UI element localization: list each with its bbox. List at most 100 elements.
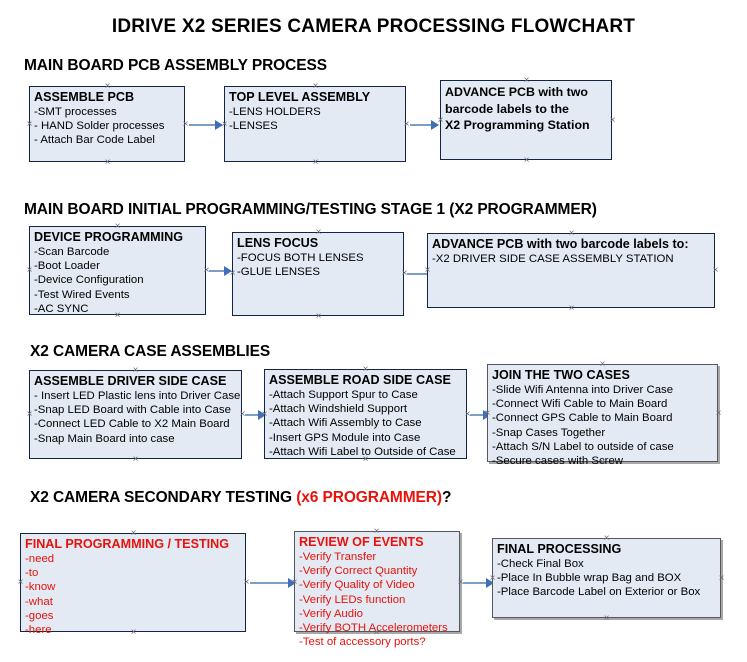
connection-handle-top[interactable]: [103, 82, 112, 91]
box-line: -Snap Cases Together: [492, 426, 606, 439]
connection-handle-right[interactable]: [714, 409, 723, 418]
section-header-x2-camera-secondary-testing: X2 CAMERA SECONDARY TESTING (x6 PROGRAMM…: [30, 489, 451, 507]
box-title: JOIN THE TWO CASES: [492, 368, 630, 382]
connection-handle-left[interactable]: [483, 409, 492, 418]
process-box-assemble-driver-side-case[interactable]: ASSEMBLE DRIVER SIDE CASE - Insert LED P…: [29, 370, 242, 459]
box-line: -here: [25, 624, 52, 637]
process-box-top-level-assembly[interactable]: TOP LEVEL ASSEMBLY -LENS HOLDERS -LENSES: [224, 86, 406, 162]
box-line: -Connect GPS Cable to Main Board: [492, 412, 673, 425]
connection-handle-top[interactable]: [602, 534, 611, 543]
box-line: -Verify Quality of Video: [299, 579, 415, 592]
section-header-text: X2 CAMERA CASE ASSEMBLIES: [30, 343, 271, 360]
connection-handle-bottom[interactable]: [602, 614, 611, 623]
box-title: ADVANCE PCB with two: [445, 85, 588, 99]
box-line: - Insert LED Plastic lens into Driver Ca…: [34, 390, 241, 402]
box-line: -what: [25, 595, 53, 608]
connection-handle-bottom[interactable]: [598, 458, 607, 467]
box-line: -goes: [25, 609, 54, 622]
section-header-x2-camera-case-assemblies: X2 CAMERA CASE ASSEMBLIES: [30, 343, 270, 361]
connection-handle-right[interactable]: [711, 266, 720, 275]
process-box-lens-focus[interactable]: LENS FOCUS -FOCUS BOTH LENSES -GLUE LENS…: [232, 232, 404, 316]
connection-handle-left[interactable]: [290, 578, 299, 587]
process-box-device-programming[interactable]: DEVICE PROGRAMMING -Scan Barcode -Boot L…: [29, 226, 206, 315]
connection-handle-top[interactable]: [567, 229, 576, 238]
connection-handle-left[interactable]: [228, 269, 237, 278]
connection-handle-left[interactable]: [25, 410, 34, 419]
connection-handle-top[interactable]: [131, 366, 140, 375]
box-line: -Verify Transfer: [299, 551, 377, 563]
connection-handle-left[interactable]: [488, 574, 497, 583]
connection-handle-left[interactable]: [220, 120, 229, 129]
connection-handle-bottom[interactable]: [314, 312, 323, 321]
box-line: -Verify Correct Quantity: [299, 565, 418, 578]
box-line: -Connect LED Cable to X2 Main Board: [34, 418, 230, 431]
connection-handle-top[interactable]: [129, 529, 138, 538]
connection-handle-bottom[interactable]: [129, 628, 138, 637]
box-line: -Verify LEDs function: [299, 593, 406, 606]
box-line: -AC SYNC: [34, 302, 89, 315]
box-line: -to: [25, 567, 39, 580]
box-line: X2 Programming Station: [445, 118, 590, 132]
box-line: -know: [25, 581, 56, 594]
section-header-text: MAIN BOARD INITIAL PROGRAMMING/TESTING S…: [24, 201, 597, 218]
arrow-top-level-assembly-to-advance-pcb: [410, 120, 439, 130]
connection-handle-left[interactable]: [25, 120, 34, 129]
connection-handle-bottom[interactable]: [372, 628, 381, 637]
connection-handle-left[interactable]: [260, 410, 269, 419]
box-line: - HAND Solder processes: [34, 120, 165, 133]
connection-handle-bottom[interactable]: [311, 158, 320, 167]
box-line: -Device Configuration: [34, 274, 144, 287]
box-line: -Place Barcode Label on Exterior or Box: [497, 586, 701, 599]
box-line: -LENSES: [229, 120, 278, 133]
box-line: -need: [25, 553, 55, 565]
connection-handle-top[interactable]: [361, 365, 370, 374]
connection-handle-right[interactable]: [608, 116, 617, 125]
connection-handle-top[interactable]: [311, 82, 320, 91]
box-title: DEVICE PROGRAMMING: [34, 230, 184, 244]
section-header-text: MAIN BOARD PCB ASSEMBLY PROCESS: [24, 57, 327, 74]
box-line: -Scan Barcode: [34, 246, 110, 258]
box-line: -Insert GPS Module into Case: [269, 431, 421, 444]
connection-handle-top[interactable]: [113, 222, 122, 231]
connection-handle-left[interactable]: [436, 116, 445, 125]
section-header-main-board-pcb-assembly-process: MAIN BOARD PCB ASSEMBLY PROCESS: [24, 57, 327, 75]
connection-handle-bottom[interactable]: [567, 304, 576, 313]
box-title: TOP LEVEL ASSEMBLY: [229, 90, 371, 104]
box-title: ASSEMBLE PCB: [34, 90, 135, 104]
connection-handle-top[interactable]: [372, 527, 381, 536]
box-line: -Attach Wifi Assembly to Case: [269, 417, 422, 430]
connection-handle-bottom[interactable]: [522, 156, 531, 165]
process-box-advance-pcb-to-programming-station[interactable]: ADVANCE PCB with two barcode labels to t…: [440, 80, 612, 160]
box-title: ADVANCE PCB with two barcode labels to:: [432, 237, 689, 251]
box-title: ASSEMBLE ROAD SIDE CASE: [269, 373, 451, 387]
connection-handle-top[interactable]: [522, 76, 531, 85]
connection-handle-bottom[interactable]: [113, 311, 122, 320]
process-box-join-the-two-cases[interactable]: JOIN THE TWO CASES -Slide Wifi Antenna i…: [487, 364, 718, 467]
box-line: -Verify Audio: [299, 607, 363, 620]
box-line: -Attach Support Spur to Case: [269, 389, 418, 401]
connection-handle-bottom[interactable]: [361, 455, 370, 464]
connection-handle-bottom[interactable]: [131, 455, 140, 464]
process-box-review-of-events[interactable]: REVIEW OF EVENTS -Verify Transfer -Verif…: [294, 531, 460, 648]
process-box-advance-pcb-to-driver-side-case[interactable]: ADVANCE PCB with two barcode labels to: …: [427, 233, 715, 308]
box-title: ASSEMBLE DRIVER SIDE CASE: [34, 374, 227, 388]
box-line: -Test of accessory ports?: [299, 636, 426, 649]
box-line: -Boot Loader: [34, 260, 100, 273]
process-box-assemble-pcb[interactable]: ASSEMBLE PCB -SMT processes - HAND Solde…: [29, 86, 185, 162]
connection-handle-left[interactable]: [16, 578, 25, 587]
process-box-final-processing[interactable]: FINAL PROCESSING -Check Final Box -Place…: [492, 538, 721, 618]
connection-handle-right[interactable]: [717, 574, 726, 583]
section-header-accent: (x6 PROGRAMMER): [296, 489, 442, 506]
box-line: -Attach Windshield Support: [269, 403, 408, 416]
connection-handle-bottom[interactable]: [103, 158, 112, 167]
connection-handle-top[interactable]: [314, 228, 323, 237]
box-line: - Attach Bar Code Label: [34, 134, 155, 147]
process-box-assemble-road-side-case[interactable]: ASSEMBLE ROAD SIDE CASE -Attach Support …: [264, 369, 467, 459]
connection-handle-left[interactable]: [423, 266, 432, 275]
connection-handle-top[interactable]: [598, 360, 607, 369]
connection-handle-left[interactable]: [25, 266, 34, 275]
box-title: FINAL PROCESSING: [497, 542, 622, 556]
box-line: -Attach S/N Label to outside of case: [492, 440, 674, 453]
box-title: FINAL PROGRAMMING / TESTING: [25, 537, 230, 551]
process-box-final-programming-testing[interactable]: FINAL PROGRAMMING / TESTING -need -to -k…: [20, 533, 246, 636]
